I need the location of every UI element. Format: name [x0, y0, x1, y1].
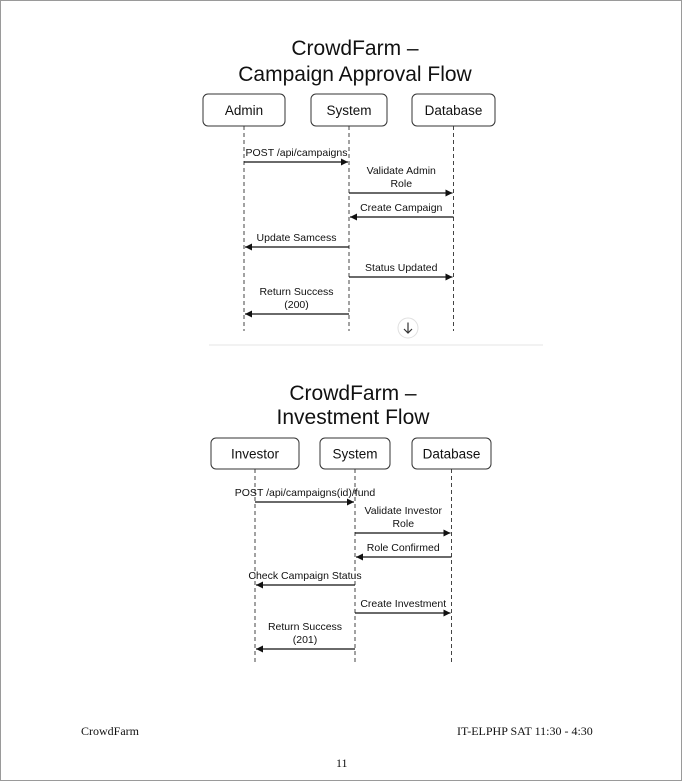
message-label: Update Samcess: [257, 232, 337, 244]
message: Status Updated: [349, 262, 453, 281]
message-label: POST /api/campaigns(id)/fund: [235, 487, 376, 499]
diagram-title-line1: CrowdFarm –: [291, 37, 419, 60]
actor-label: Investor: [231, 447, 280, 462]
actor-label: Admin: [225, 103, 263, 118]
message-label: Create Investment: [360, 598, 446, 610]
message: Update Samcess: [245, 232, 349, 251]
investment-flow-diagram: CrowdFarm – Investment Flow Investor Syst…: [210, 382, 492, 664]
sequence-diagrams: CrowdFarm – Campaign Approval Flow Admin…: [202, 37, 543, 664]
message: Return Success(201): [256, 621, 355, 653]
actor-label: System: [326, 103, 371, 118]
message-label: POST /api/campaigns: [246, 147, 348, 159]
actor-label: Database: [425, 103, 483, 118]
campaign-approval-diagram: CrowdFarm – Campaign Approval Flow Admin…: [202, 37, 496, 331]
message: POST /api/campaigns: [244, 147, 348, 166]
message: Create Campaign: [350, 202, 454, 221]
message-label: Validate Investor: [365, 505, 443, 517]
arrow-down-icon: [403, 322, 413, 334]
message-label: (201): [293, 634, 318, 646]
actor-system: System: [319, 437, 391, 470]
footer-left: CrowdFarm: [81, 724, 139, 738]
message-label: Create Campaign: [360, 202, 442, 214]
actor-system: System: [310, 93, 388, 127]
actor-database: Database: [411, 93, 496, 127]
message: POST /api/campaigns(id)/fund: [235, 487, 376, 506]
page-number: 11: [336, 756, 348, 770]
actor-label: System: [332, 447, 377, 462]
diagram-title-line2: Investment Flow: [277, 406, 431, 429]
scroll-down-button[interactable]: [397, 317, 419, 339]
message-label: Role Confirmed: [367, 542, 440, 554]
actor-database: Database: [411, 437, 492, 470]
actor-admin: Admin: [202, 93, 286, 127]
message-label: Return Success: [259, 286, 333, 298]
message-label: Check Campaign Status: [248, 570, 361, 582]
diagram-title-line1: CrowdFarm –: [289, 382, 417, 405]
actor-investor: Investor: [210, 437, 300, 470]
message: Create Investment: [355, 598, 451, 617]
message-label: (200): [284, 299, 309, 311]
message-label: Role: [390, 178, 412, 190]
message-label: Validate Admin: [367, 165, 436, 177]
actor-label: Database: [423, 447, 481, 462]
message-label: Role: [392, 518, 414, 530]
message-label: Status Updated: [365, 262, 438, 274]
message: Role Confirmed: [356, 542, 452, 561]
message: Check Campaign Status: [248, 570, 362, 589]
footer-right: IT-ELPHP SAT 11:30 - 4:30: [457, 724, 593, 738]
message-label: Return Success: [268, 621, 342, 633]
diagram-title-line2: Campaign Approval Flow: [238, 63, 472, 86]
message: Return Success(200): [245, 286, 349, 318]
